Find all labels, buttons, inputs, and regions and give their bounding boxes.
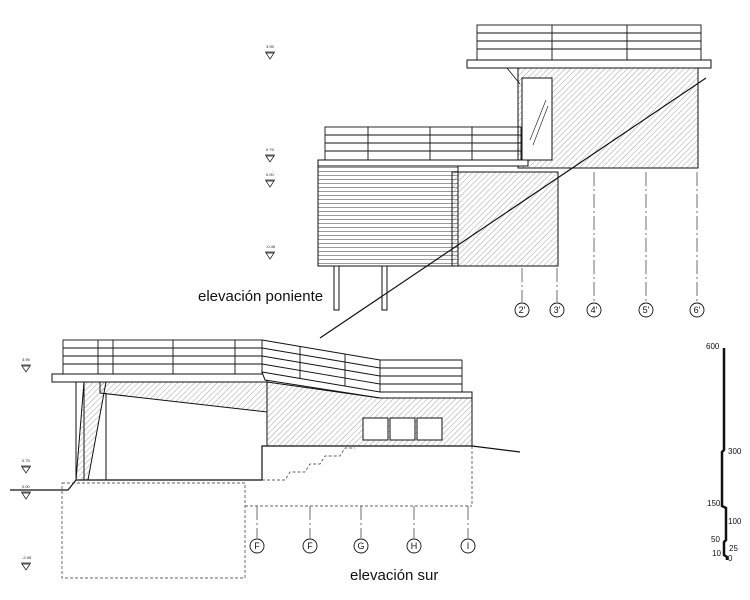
west-terrain-line	[319, 77, 707, 339]
west-lower-volume	[451, 171, 559, 267]
south-level-triangle	[21, 365, 31, 373]
west-level-label: 3.95	[266, 44, 275, 49]
west-axis-bubble	[586, 302, 602, 318]
south-elevation: F F G H I 3.95 0.75 0.00 -2.95 elevación sur	[10, 339, 521, 584]
south-axis-lines	[256, 506, 469, 538]
scale-bar-label: 100	[728, 517, 742, 526]
south-level-triangle	[21, 492, 31, 500]
south-left-railing	[62, 339, 263, 375]
west-axis-label: 6'	[694, 305, 701, 315]
south-axis-bubble	[302, 538, 318, 554]
south-level-label: 0.00	[22, 484, 31, 489]
south-axis-label: I	[467, 541, 470, 551]
south-level-label: 0.75	[22, 458, 31, 463]
scale-bar-label: 10	[712, 549, 721, 558]
west-level-triangle	[265, 252, 275, 260]
west-column-2	[381, 265, 388, 311]
scale-bar-label: 25	[729, 544, 738, 553]
west-level-label: 0.00	[266, 172, 275, 177]
west-level-marks: 3.95 0.75 0.00 -0.45	[265, 44, 276, 260]
scale-bar-label: 0	[728, 554, 733, 563]
west-axis-label: 3'	[554, 305, 561, 315]
west-axis-label: 5'	[643, 305, 650, 315]
west-axis-bubbles: 2' 3' 4' 5' 6'	[514, 302, 705, 318]
south-level-label: -2.95	[22, 555, 32, 560]
south-axis-bubble	[406, 538, 422, 554]
west-axis-lines	[521, 172, 698, 302]
south-axis-bubble	[460, 538, 476, 554]
south-roof-slab	[51, 373, 268, 383]
scale-bar-label: 150	[707, 499, 721, 508]
west-axis-label: 2'	[519, 305, 526, 315]
west-elevation-title: elevación poniente	[198, 288, 323, 305]
west-level-triangle	[265, 180, 275, 188]
west-upper-railing	[476, 24, 702, 61]
west-axis-bubble	[514, 302, 530, 318]
south-level-triangle	[21, 563, 31, 571]
south-axis-label: F	[307, 541, 313, 551]
west-level-triangle	[265, 52, 275, 60]
west-axis-bubble	[549, 302, 565, 318]
south-level-label: 3.95	[22, 357, 31, 362]
south-axis-label: H	[411, 541, 418, 551]
west-axis-label: 4'	[591, 305, 598, 315]
south-ramp-railing	[261, 339, 463, 392]
west-axis-bubble	[638, 302, 654, 318]
west-level-triangle	[265, 155, 275, 163]
south-elevation-title: elevación sur	[350, 567, 438, 584]
south-axis-bubble	[249, 538, 265, 554]
south-axis-label: F	[254, 541, 260, 551]
west-middle-railing	[324, 126, 522, 161]
scale-bar-label: 300	[728, 447, 742, 456]
west-siding-volume	[317, 165, 459, 267]
scale-bar-label: 50	[711, 535, 720, 544]
west-axis-bubble	[689, 302, 705, 318]
west-elevation: 2' 3' 4' 5' 6' 3.95 0.75 0.00 -0.45 elevación p…	[198, 24, 712, 339]
south-level-marks: 3.95 0.75 0.00 -2.95	[21, 357, 32, 571]
scale-bar-label: 600	[706, 342, 720, 351]
south-foundations	[61, 446, 473, 579]
south-roof-band	[99, 381, 268, 413]
west-upper-roof-slab	[466, 59, 712, 69]
south-level-triangle	[21, 466, 31, 474]
south-axis-label: G	[357, 541, 364, 551]
south-windows	[362, 417, 443, 441]
west-column-1	[333, 265, 340, 311]
west-window	[521, 77, 553, 161]
west-level-label: 0.75	[266, 147, 275, 152]
west-level-label: -0.45	[266, 244, 276, 249]
south-axis-bubble	[353, 538, 369, 554]
